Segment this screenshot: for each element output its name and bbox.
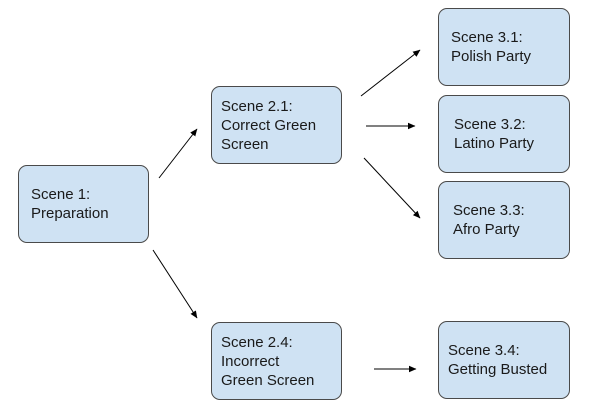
node-scene-1-label: Scene 1: Preparation — [31, 186, 109, 222]
node-scene-3-4: Scene 3.4: Getting Busted — [438, 321, 570, 399]
arrow-scene21-to-scene33 — [363, 157, 421, 219]
node-scene-2-4-label: Scene 2.4: Incorrect Green Screen — [221, 333, 315, 389]
node-scene-3-1: Scene 3.1: Polish Party — [438, 8, 570, 86]
node-scene-2-1-label: Scene 2.1: Correct Green Screen — [221, 97, 317, 153]
node-scene-3-3-label: Scene 3.3: Afro Party — [453, 202, 525, 238]
arrow-scene1-to-scene21 — [158, 128, 198, 179]
node-scene-3-2-label: Scene 3.2: Latino Party — [454, 116, 535, 152]
node-scene-3-3: Scene 3.3: Afro Party — [438, 181, 570, 259]
arrow-scene1-to-scene24 — [152, 249, 198, 319]
node-scene-2-4: Scene 2.4: Incorrect Green Screen — [211, 322, 342, 400]
node-scene-1: Scene 1: Preparation — [18, 165, 149, 243]
node-scene-3-4-label: Scene 3.4: Getting Busted — [448, 342, 548, 378]
arrow-scene21-to-scene31 — [360, 49, 421, 97]
node-scene-3-1-label: Scene 3.1: Polish Party — [451, 29, 532, 65]
node-scene-2-1: Scene 2.1: Correct Green Screen — [211, 86, 342, 164]
node-scene-3-2: Scene 3.2: Latino Party — [438, 95, 570, 173]
